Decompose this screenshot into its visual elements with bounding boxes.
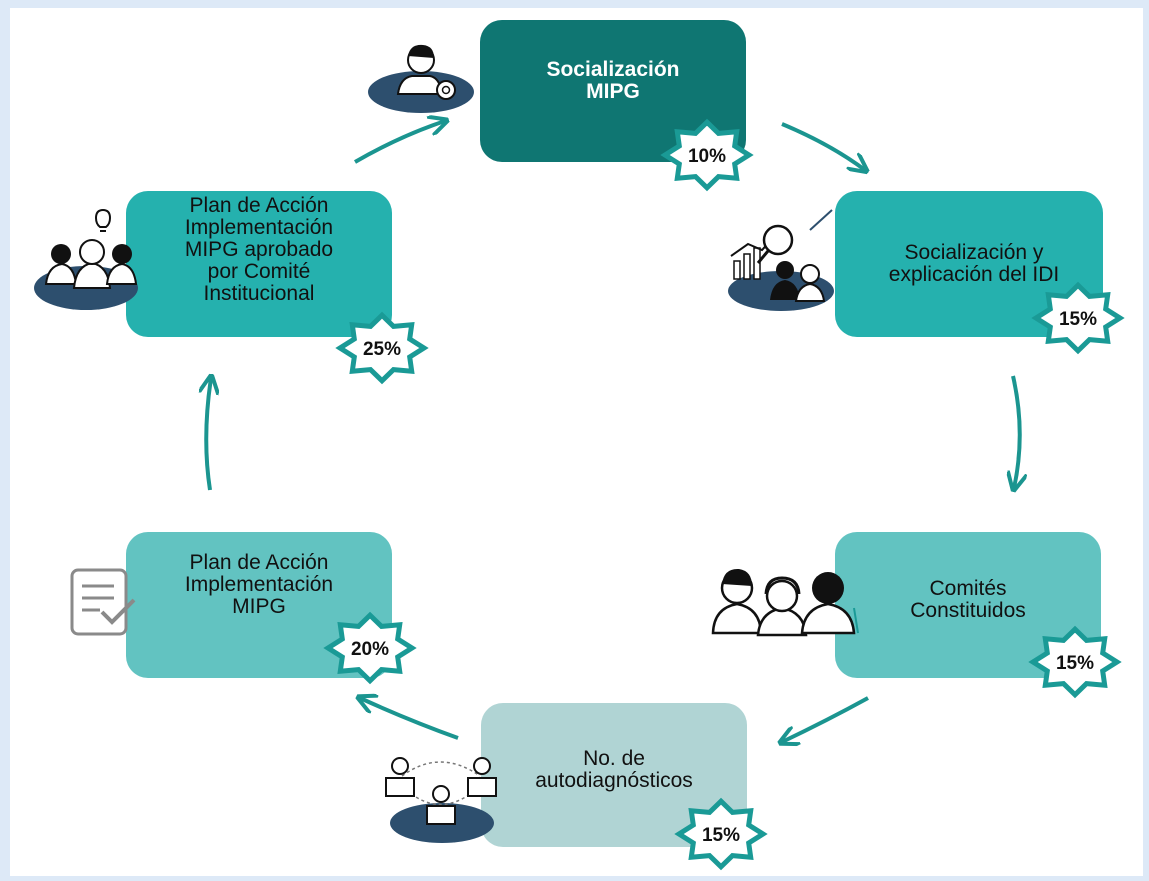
diagram-canvas: Socialización MIPG Socialización y expli… <box>10 8 1143 876</box>
step-label: No. de autodiagnósticos <box>535 747 693 792</box>
arrow-3-to-4 <box>782 696 869 742</box>
team-idea-icon <box>34 208 138 310</box>
badge-percent: 25% <box>363 339 401 360</box>
badge-step-1: 10% <box>660 118 754 192</box>
step-label: Plan de Acción Implementación MIPG aprob… <box>184 194 334 305</box>
arrow-4-to-5 <box>360 698 459 740</box>
people-group-icon <box>711 568 859 637</box>
badge-percent: 15% <box>1059 309 1097 330</box>
arrow-6-to-1 <box>353 121 445 164</box>
checklist-icon <box>70 568 136 636</box>
step-box-autodiagnosticos: No. de autodiagnósticos <box>481 703 747 847</box>
user-gear-icon <box>368 44 474 113</box>
network-people-icon <box>385 757 497 843</box>
badge-percent: 20% <box>351 639 389 660</box>
step-label: Comités Constituidos <box>910 577 1026 622</box>
badge-step-6: 25% <box>335 311 429 385</box>
step-box-socializacion-mipg: Socialización MIPG <box>480 20 746 162</box>
step-label: Socialización y explicación del IDI <box>888 241 1060 286</box>
badge-step-5: 20% <box>323 611 417 685</box>
step-box-plan-aprobado: Plan de Acción Implementación MIPG aprob… <box>126 191 392 337</box>
badge-percent: 15% <box>702 825 740 846</box>
badge-percent: 10% <box>688 146 726 167</box>
step-label: Plan de Acción Implementación MIPG <box>184 551 334 618</box>
badge-step-3: 15% <box>1028 625 1122 699</box>
arrow-1-to-2 <box>781 122 865 170</box>
badge-percent: 15% <box>1056 653 1094 674</box>
chart-magnifier-people-icon <box>728 209 834 311</box>
step-box-comites: Comités Constituidos <box>835 532 1101 678</box>
step-label: Socialización MIPG <box>546 58 680 103</box>
arrow-2-to-3 <box>1013 375 1020 488</box>
overlay-graphics: 10% 15% 15% 15% 20% 25% <box>34 44 1125 871</box>
badge-step-4: 15% <box>674 797 768 871</box>
arrow-5-to-6 <box>206 378 211 491</box>
badge-step-2: 15% <box>1031 281 1125 355</box>
